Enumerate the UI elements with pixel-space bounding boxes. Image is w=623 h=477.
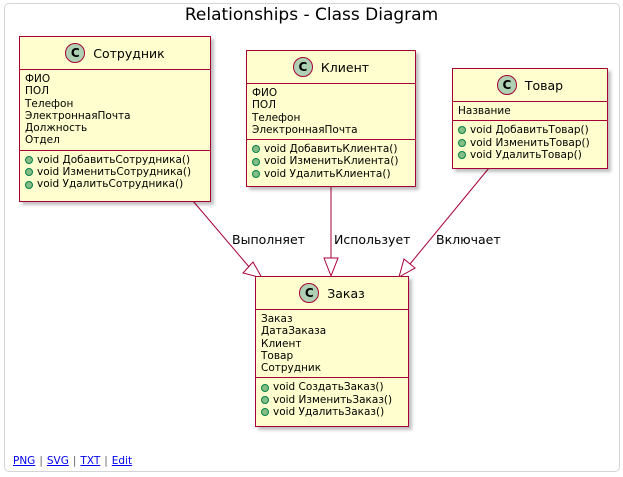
method-label: void УдалитьКлиента() [264,167,391,180]
class-order: C Заказ Заказ ДатаЗаказа Клиент Товар Со… [255,276,409,427]
class-methods: void ДобавитьСотрудника() void ИзменитьС… [20,151,210,194]
public-visibility-icon [261,383,269,392]
public-visibility-icon [252,145,260,154]
class-header: C Клиент [247,51,415,84]
attribute: Сотрудник [261,362,322,375]
method-label: void УдалитьТовар() [470,148,582,161]
edit-link[interactable]: Edit [111,455,133,467]
method-label: void ДобавитьТовар() [470,124,589,137]
method: void ИзменитьЗаказ() [261,394,403,406]
attribute: ПОЛ [252,99,277,112]
method: void ИзменитьКлиента() [252,155,410,167]
relation-label-employee-order: Выполняет [232,232,305,247]
svg-link[interactable]: SVG [46,455,69,467]
method-label: void УдалитьЗаказ() [273,406,385,419]
method-label: void ИзменитьЗаказ() [273,393,393,406]
class-attributes: ФИО ПОЛ Телефон ЭлектроннаяПочта [247,84,415,141]
edge-product-order [409,167,490,265]
public-visibility-icon [458,151,466,160]
class-header: C Заказ [256,277,408,310]
txt-link[interactable]: TXT [80,455,101,467]
method-label: void ИзменитьТовар() [470,136,590,149]
class-header: C Сотрудник [20,37,210,70]
method: void УдалитьСотрудника() [25,178,205,190]
method: void УдалитьКлиента() [252,168,410,180]
class-header: C Товар [453,69,607,102]
edge-employee-order [192,200,251,269]
class-methods: void СоздатьЗаказ() void ИзменитьЗаказ()… [256,378,408,421]
attribute: Клиент [261,337,302,350]
link-separator: | [104,455,108,467]
public-visibility-icon [261,408,269,417]
public-visibility-icon [458,126,466,135]
attribute: Должность [25,122,88,135]
class-c-icon: C [299,283,320,303]
diagram-title: Relationships - Class Diagram [184,5,439,25]
link-separator: | [39,455,43,467]
class-c-icon: C [496,75,517,95]
method: void УдалитьЗаказ() [261,406,403,418]
export-links: PNG|SVG|TXT|Edit [13,455,132,467]
method: void ИзменитьТовар() [458,137,602,149]
class-c-icon: C [65,43,86,63]
class-attributes: ФИО ПОЛ Телефон ЭлектроннаяПочта Должнос… [20,70,210,151]
class-name: Товар [524,77,564,93]
class-c-icon: C [292,57,313,77]
public-visibility-icon [252,169,260,178]
method: void ДобавитьСотрудника() [25,154,205,166]
method: void ДобавитьТовар() [458,124,602,136]
attribute: ФИО [252,87,278,99]
link-separator: | [72,455,77,467]
class-employee: C Сотрудник ФИО ПОЛ Телефон ЭлектроннаяП… [19,36,211,202]
attribute: ФИО [25,73,51,85]
method-label: void СоздатьЗаказ() [273,381,384,394]
attribute: ЭлектроннаяПочта [25,109,131,122]
public-visibility-icon [25,168,33,177]
class-name: Заказ [327,285,365,301]
relation-label-product-order: Включает [436,232,501,247]
public-visibility-icon [458,138,466,147]
attribute: Название [458,105,511,117]
attribute: Отдел [25,134,60,147]
method: void СоздатьЗаказ() [261,381,403,393]
class-attributes: Заказ ДатаЗаказа Клиент Товар Сотрудник [256,310,408,379]
class-client: C Клиент ФИО ПОЛ Телефон ЭлектроннаяПочт… [246,50,416,187]
method: void ИзменитьСотрудника() [25,166,205,178]
attribute: ДатаЗаказа [261,325,327,338]
method-label: void ИзменитьКлиента() [264,155,399,168]
method-label: void ДобавитьСотрудника() [37,153,191,166]
method: void УдалитьТовар() [458,149,602,161]
class-name: Клиент [320,59,370,75]
public-visibility-icon [252,157,260,166]
arrowhead-client-order [323,257,339,278]
method-label: void УдалитьСотрудника() [37,178,184,191]
attribute: ЭлектроннаяПочта [252,123,358,136]
public-visibility-icon [25,180,33,189]
attribute: Телефон [25,97,74,110]
attribute: ПОЛ [25,85,50,98]
public-visibility-icon [261,395,269,404]
png-link[interactable]: PNG [13,455,36,467]
relation-label-client-order: Использует [334,232,411,247]
method-label: void ДобавитьКлиента() [264,143,398,156]
class-methods: void ДобавитьКлиента() void ИзменитьКлие… [247,140,415,183]
method: void ДобавитьКлиента() [252,143,410,155]
public-visibility-icon [25,155,33,164]
method-label: void ИзменитьСотрудника() [37,166,192,179]
attribute: Заказ [261,313,293,325]
class-name: Сотрудник [93,45,165,61]
class-product: C Товар Название void ДобавитьТовар() vo… [452,68,608,169]
attribute: Телефон [252,111,301,124]
arrowhead-product-order [398,258,416,279]
attribute: Товар [261,349,294,362]
arrowhead-employee-order [242,261,264,279]
class-methods: void ДобавитьТовар() void ИзменитьТовар(… [453,121,607,164]
class-attributes: Название [453,102,607,122]
